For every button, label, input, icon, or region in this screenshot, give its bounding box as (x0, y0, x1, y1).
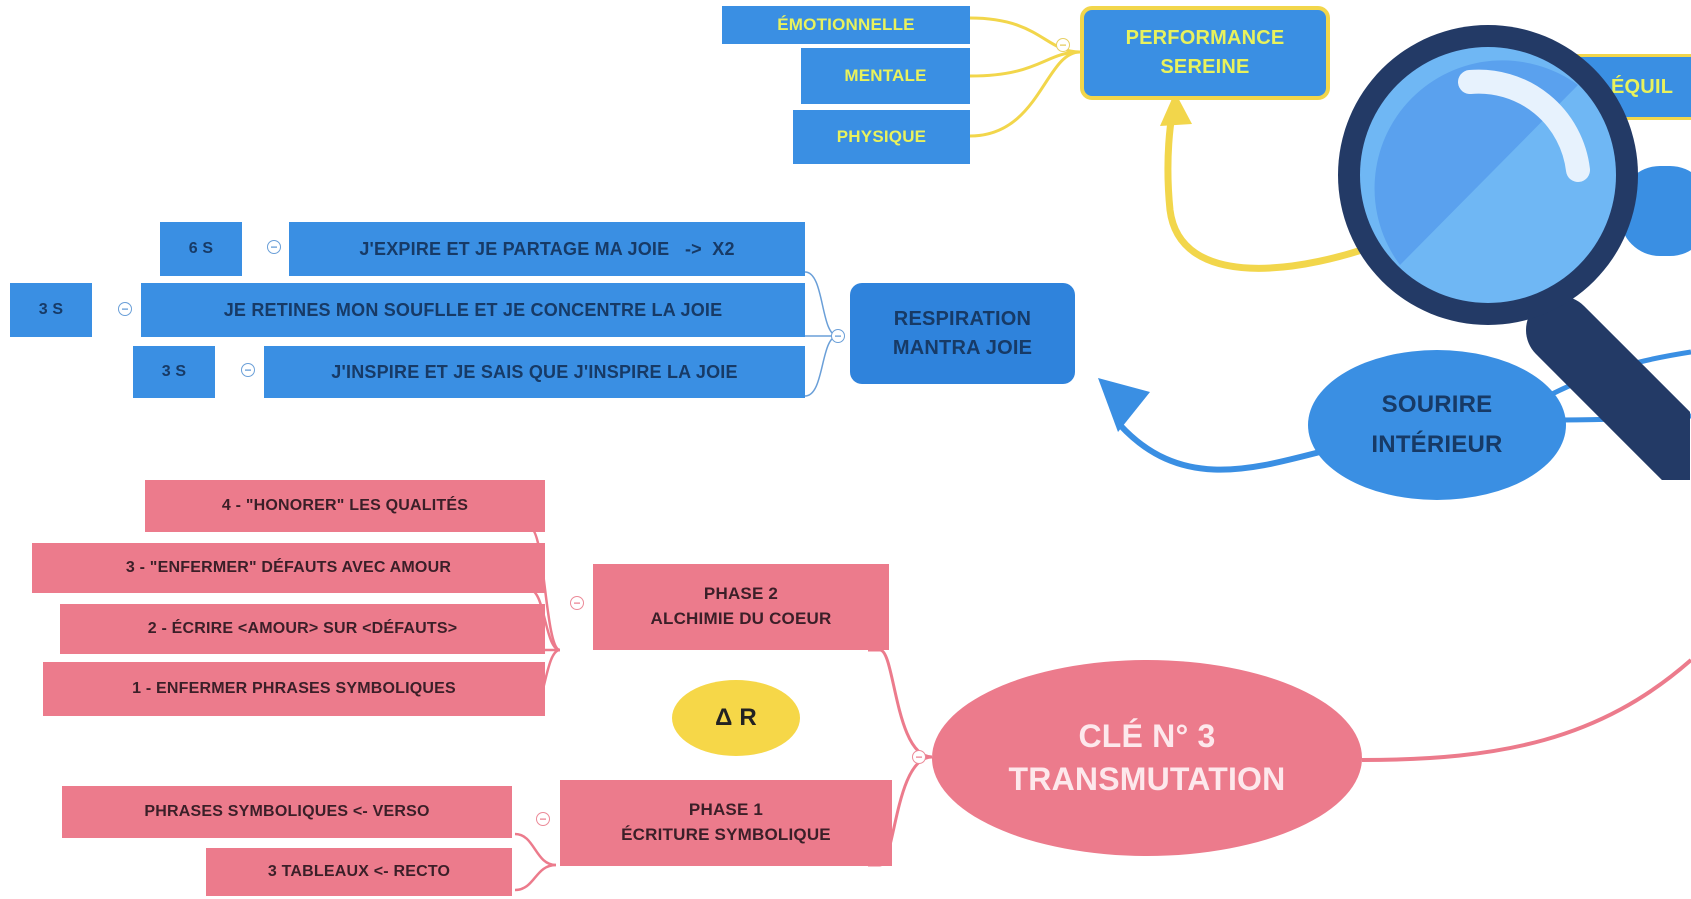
collapse-icon[interactable]: − (118, 302, 132, 316)
step-exhale[interactable]: J'EXPIRE ET JE PARTAGE MA JOIE -> X2 (289, 222, 805, 276)
physical-item-label: PHYSIQUE (836, 127, 927, 146)
key3-line1: CLÉ N° 3 (1078, 717, 1216, 754)
phase2-item-3-label: 3 - "ENFERMER" DÉFAUTS AVEC AMOUR (125, 559, 452, 576)
phase1-node[interactable]: PHASE 1 ÉCRITURE SYMBOLIQUE (560, 780, 892, 866)
phase1-item-verso[interactable]: PHRASES SYMBOLIQUES <- VERSO (62, 786, 512, 838)
phase2-item-4-label: 4 - "HONORER" LES QUALITÉS (221, 497, 469, 514)
delta-label: Δ R (715, 704, 757, 731)
step-duration-3-label: 3 S (161, 363, 187, 380)
phase2-item-3[interactable]: 3 - "ENFERMER" DÉFAUTS AVEC AMOUR (32, 543, 545, 593)
phase1-item-verso-label: PHRASES SYMBOLIQUES <- VERSO (144, 803, 430, 820)
phase2-item-1-label: 1 - ENFERMER PHRASES SYMBOLIQUES (132, 680, 456, 697)
breathing-node[interactable]: RESPIRATION MANTRA JOIE (850, 283, 1075, 384)
collapse-icon[interactable]: − (570, 596, 584, 610)
smile-node[interactable]: SOURIRE INTÉRIEUR (1308, 350, 1566, 500)
collapse-icon[interactable]: − (831, 329, 845, 343)
smile-line1: SOURIRE (1381, 391, 1493, 419)
emotion-item[interactable]: ÉMOTIONNELLE (722, 6, 970, 44)
performance-line1: PERFORMANCE (1125, 27, 1285, 49)
emotion-item-label: ÉMOTIONNELLE (777, 15, 915, 34)
mental-item[interactable]: MENTALE (801, 48, 970, 104)
equilibre-label: ÉQUIL (1611, 75, 1674, 98)
phase2-node[interactable]: PHASE 2 ALCHIMIE DU COEUR (593, 564, 889, 650)
phase1-line1: PHASE 1 (688, 800, 764, 820)
performance-line2: SEREINE (1160, 56, 1250, 78)
key3-line2: TRANSMUTATION (1008, 761, 1286, 797)
phase2-item-2-label: 2 - ÉCRIRE <AMOUR> SUR <DÉFAUTS> (147, 620, 458, 637)
breathing-line1: RESPIRATION (893, 307, 1032, 330)
step-hold-label: JE RETINES MON SOUFLLE ET JE CONCENTRE L… (223, 299, 723, 320)
phase1-item-recto-label: 3 TABLEAUX <- RECTO (267, 863, 451, 880)
key3-node[interactable]: CLÉ N° 3 TRANSMUTATION (932, 660, 1362, 856)
mental-item-label: MENTALE (844, 66, 927, 85)
step-duration-3: 3 S (133, 346, 215, 398)
breathing-line2: MANTRA JOIE (892, 336, 1033, 359)
phase1-line2: ÉCRITURE SYMBOLIQUE (621, 825, 831, 844)
phase1-item-recto[interactable]: 3 TABLEAUX <- RECTO (206, 848, 512, 896)
collapse-icon[interactable]: − (536, 812, 550, 826)
step-duration-1-label: 6 S (188, 240, 214, 257)
phase2-item-4[interactable]: 4 - "HONORER" LES QUALITÉS (145, 480, 545, 532)
phase2-item-1[interactable]: 1 - ENFERMER PHRASES SYMBOLIQUES (43, 662, 545, 716)
phase2-line1: PHASE 2 (703, 584, 779, 604)
step-duration-2-label: 3 S (38, 301, 64, 318)
step-duration-2: 3 S (10, 283, 92, 337)
collapse-icon[interactable]: − (1056, 38, 1070, 52)
collapse-icon[interactable]: − (241, 363, 255, 377)
collapse-icon[interactable]: − (912, 750, 926, 764)
step-inhale-label: J'INSPIRE ET JE SAIS QUE J'INSPIRE LA JO… (331, 361, 738, 382)
step-inhale[interactable]: J'INSPIRE ET JE SAIS QUE J'INSPIRE LA JO… (264, 346, 805, 398)
step-exhale-label: J'EXPIRE ET JE PARTAGE MA JOIE -> X2 (359, 238, 735, 259)
physical-item[interactable]: PHYSIQUE (793, 110, 970, 164)
phase2-line2: ALCHIMIE DU COEUR (650, 609, 832, 628)
collapse-icon[interactable]: − (267, 240, 281, 254)
delta-badge: Δ R (672, 680, 800, 756)
magnifier-icon (1338, 25, 1690, 480)
performance-node[interactable]: PERFORMANCE SEREINE (1080, 6, 1330, 100)
step-duration-1: 6 S (160, 222, 242, 276)
smile-line2: INTÉRIEUR (1371, 431, 1503, 458)
phase2-item-2[interactable]: 2 - ÉCRIRE <AMOUR> SUR <DÉFAUTS> (60, 604, 545, 654)
step-hold[interactable]: JE RETINES MON SOUFLLE ET JE CONCENTRE L… (141, 283, 805, 337)
